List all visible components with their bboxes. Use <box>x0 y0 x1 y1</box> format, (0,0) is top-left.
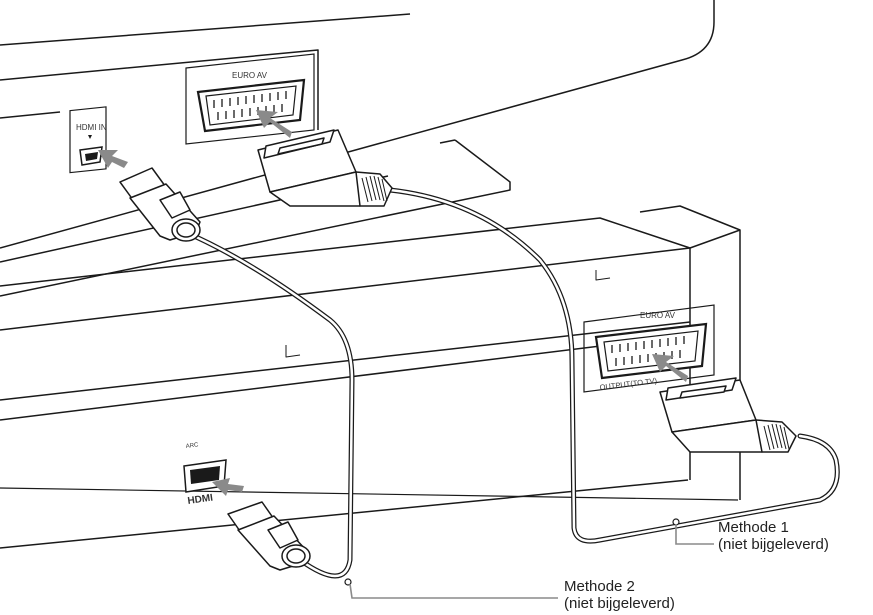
arrow-hdmi-device-icon <box>212 478 244 496</box>
tv-hdmi-port: HDMI IN <box>69 106 107 174</box>
hdmi-cable <box>182 229 355 579</box>
device-arc-label: ARC <box>185 442 199 450</box>
arrows <box>98 110 688 496</box>
device-euro-av-label: EURO AV <box>640 311 676 320</box>
tv-euro-av-label: EURO AV <box>232 71 268 80</box>
tv-hdmi-label: HDMI IN <box>76 123 107 132</box>
callout-method2: Methode 2 (niet bijgeleverd) <box>564 578 675 612</box>
scart-plug-device <box>659 377 797 453</box>
leader-lines <box>344 518 714 599</box>
scart-plug-tv <box>257 129 393 207</box>
callout-method2-note: (niet bijgeleverd) <box>564 595 675 612</box>
hdmi-plug-tv <box>119 167 201 242</box>
hdmi-plug-device <box>227 501 311 571</box>
arrow-hdmi-tv-icon <box>98 150 128 168</box>
tv-unit <box>0 0 715 297</box>
callout-method1-title: Methode 1 <box>718 519 789 536</box>
scart-cable <box>387 187 840 544</box>
callout-method2-title: Methode 2 <box>564 578 635 595</box>
callout-method1: Methode 1 (niet bijgeleverd) <box>718 519 829 553</box>
tv-euro-av-port: EURO AV <box>185 53 315 145</box>
arrow-scart-tv-icon <box>256 110 292 138</box>
device-euro-av-port: EURO AV OUTPUT(TO TV) <box>583 304 715 393</box>
device-unit <box>0 205 741 549</box>
device-hdmi-logo: HDMI <box>187 492 214 506</box>
callout-method1-note: (niet bijgeleverd) <box>718 536 829 553</box>
device-hdmi-port: ARC HDMI <box>183 442 227 507</box>
arrow-scart-device-icon <box>652 354 688 382</box>
